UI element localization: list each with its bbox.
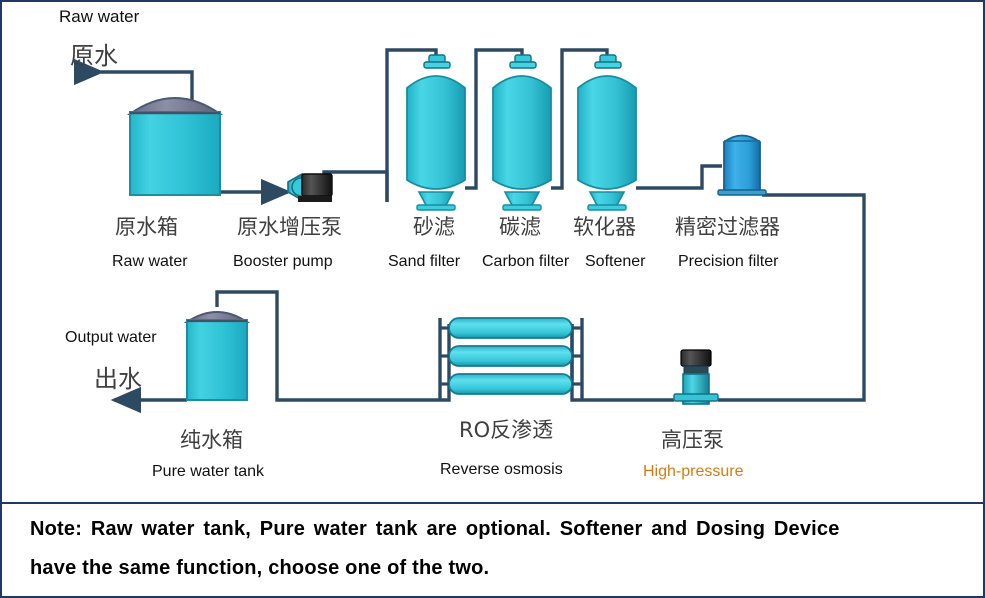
note-line-2: have the same function, choose one of th…	[30, 557, 490, 579]
note-box: Note: Raw water tank, Pure water tank ar…	[2, 502, 983, 596]
booster-pump-label-cn: 原水增压泵	[237, 215, 342, 239]
reverse-osmosis-label-cn: RO反渗透	[459, 418, 554, 442]
high-pressure-pump-label-en: High-pressure	[643, 463, 744, 480]
sand-filter	[406, 54, 466, 211]
pure-water-tank-label-cn: 纯水箱	[180, 428, 243, 452]
outlet-label-en: Output water	[65, 329, 157, 346]
pipe-inlet	[73, 58, 194, 102]
carbon-filter-label-cn: 碳滤	[499, 215, 541, 239]
high-pressure-pump-label-cn: 高压泵	[661, 428, 724, 452]
softener-label-cn: 软化器	[573, 215, 636, 239]
raw-water-tank	[126, 97, 224, 196]
sand-filter-label-en: Sand filter	[388, 253, 461, 270]
carbon-filter-label-en: Carbon filter	[482, 253, 570, 270]
softener	[577, 54, 637, 211]
pipe-booster-to-sand	[322, 170, 389, 202]
precision-filter	[717, 134, 767, 196]
pipe-precision-to-hp	[718, 193, 866, 402]
high-pressure-pump	[673, 349, 719, 405]
pipe-soft-to-precision	[636, 164, 722, 190]
outlet-label-cn: 出水	[94, 365, 142, 393]
carbon-filter	[492, 54, 552, 211]
note-line-1: Note: Raw water tank, Pure water tank ar…	[30, 518, 840, 540]
inlet-label-cn: 原水	[70, 42, 118, 70]
reverse-osmosis-membranes	[438, 317, 584, 400]
precision-filter-label-en: Precision filter	[678, 253, 779, 270]
softener-label-en: Softener	[585, 253, 646, 270]
pure-water-tank-label-en: Pure water tank	[152, 463, 265, 480]
inlet-label-en: Raw water	[59, 7, 140, 26]
sand-filter-label-cn: 砂滤	[413, 215, 455, 239]
booster-pump	[287, 172, 333, 202]
pipe-hp-to-ro	[570, 324, 674, 402]
precision-filter-label-cn: 精密过滤器	[675, 215, 780, 239]
pipe-ro-left-manifold	[215, 290, 451, 402]
pure-water-tank	[183, 311, 251, 401]
raw-water-tank-label-cn: 原水箱	[115, 215, 178, 239]
reverse-osmosis-label-en: Reverse osmosis	[440, 461, 563, 478]
booster-pump-label-en: Booster pump	[233, 253, 333, 270]
raw-water-tank-label-en: Raw water	[112, 253, 188, 270]
